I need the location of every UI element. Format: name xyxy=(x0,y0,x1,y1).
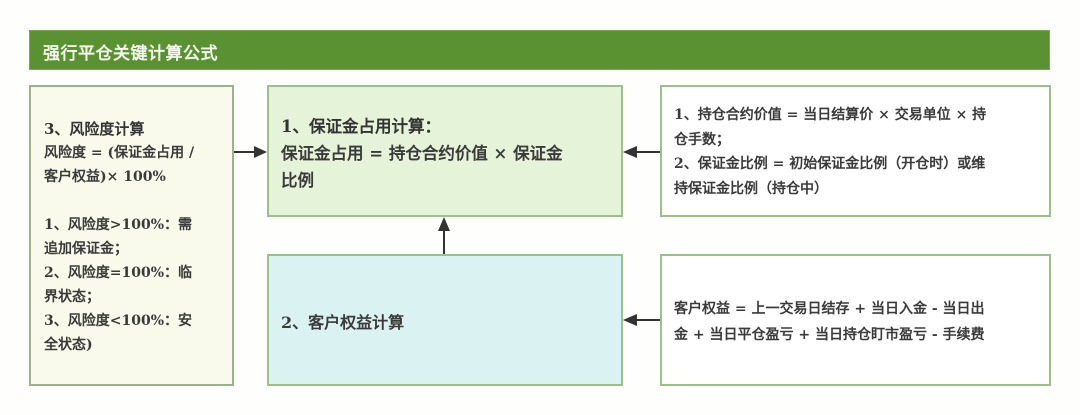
risk-title: 3、风险度计算 xyxy=(44,120,145,138)
equity-detail-line: 客户权益 = 上一交易日结存 + 当日入金 - 当日出 xyxy=(674,301,985,317)
margin-formula-line1: 保证金占用 = 持仓合约价值 × 保证金 xyxy=(281,144,563,163)
risk-item: 追加保证金； xyxy=(44,241,128,257)
margin-detail-box: 1、持仓合约价值 = 当日结算价 × 交易单位 × 持 仓手数； 2、保证金比例… xyxy=(660,85,1051,217)
arrow-margin-detail-to-margin-icon xyxy=(623,146,660,158)
risk-item: 3、风险度<100%：安 xyxy=(44,313,192,329)
diagram-header: 强行平仓关键计算公式 xyxy=(29,30,1050,70)
equity-detail-line: 金 + 当日平仓盈亏 + 当日持仓盯市盈亏 - 手续费 xyxy=(674,327,985,343)
margin-title: 1、保证金占用计算： xyxy=(281,117,441,136)
margin-detail-line: 持保证金比例（持仓中） xyxy=(674,180,828,197)
margin-formula-line2: 比例 xyxy=(281,171,314,190)
risk-item: 2、风险度=100%：临 xyxy=(44,265,192,281)
margin-calculation-box: 1、保证金占用计算： 保证金占用 = 持仓合约价值 × 保证金 比例 xyxy=(267,85,623,217)
risk-calculation-box: 3、风险度计算 风险度 = (保证金占用 / 客户权益)× 100% 1、风险度… xyxy=(29,85,234,386)
arrow-equity-to-margin-icon xyxy=(438,217,450,254)
equity-detail-box: 客户权益 = 上一交易日结存 + 当日入金 - 当日出 金 + 当日平仓盈亏 +… xyxy=(660,254,1051,386)
margin-detail-line: 1、持仓合约价值 = 当日结算价 × 交易单位 × 持 xyxy=(674,107,987,123)
equity-title: 2、客户权益计算 xyxy=(281,313,405,332)
risk-item: 全状态) xyxy=(44,337,93,353)
risk-item: 界状态； xyxy=(44,289,100,305)
arrow-equity-detail-to-equity-icon xyxy=(623,314,660,326)
risk-formula-line1: 风险度 = (保证金占用 / xyxy=(44,145,195,161)
margin-detail-line: 2、保证金比例 = 初始保证金比例（开仓时）或维 xyxy=(674,156,986,172)
equity-calculation-box: 2、客户权益计算 xyxy=(267,254,623,386)
margin-detail-line: 仓手数； xyxy=(674,131,730,148)
diagram-title: 强行平仓关键计算公式 xyxy=(43,44,218,64)
risk-item: 1、风险度>100%：需 xyxy=(44,217,192,233)
risk-formula-line2: 客户权益)× 100% xyxy=(44,169,166,185)
arrow-risk-to-margin-icon xyxy=(234,146,267,158)
